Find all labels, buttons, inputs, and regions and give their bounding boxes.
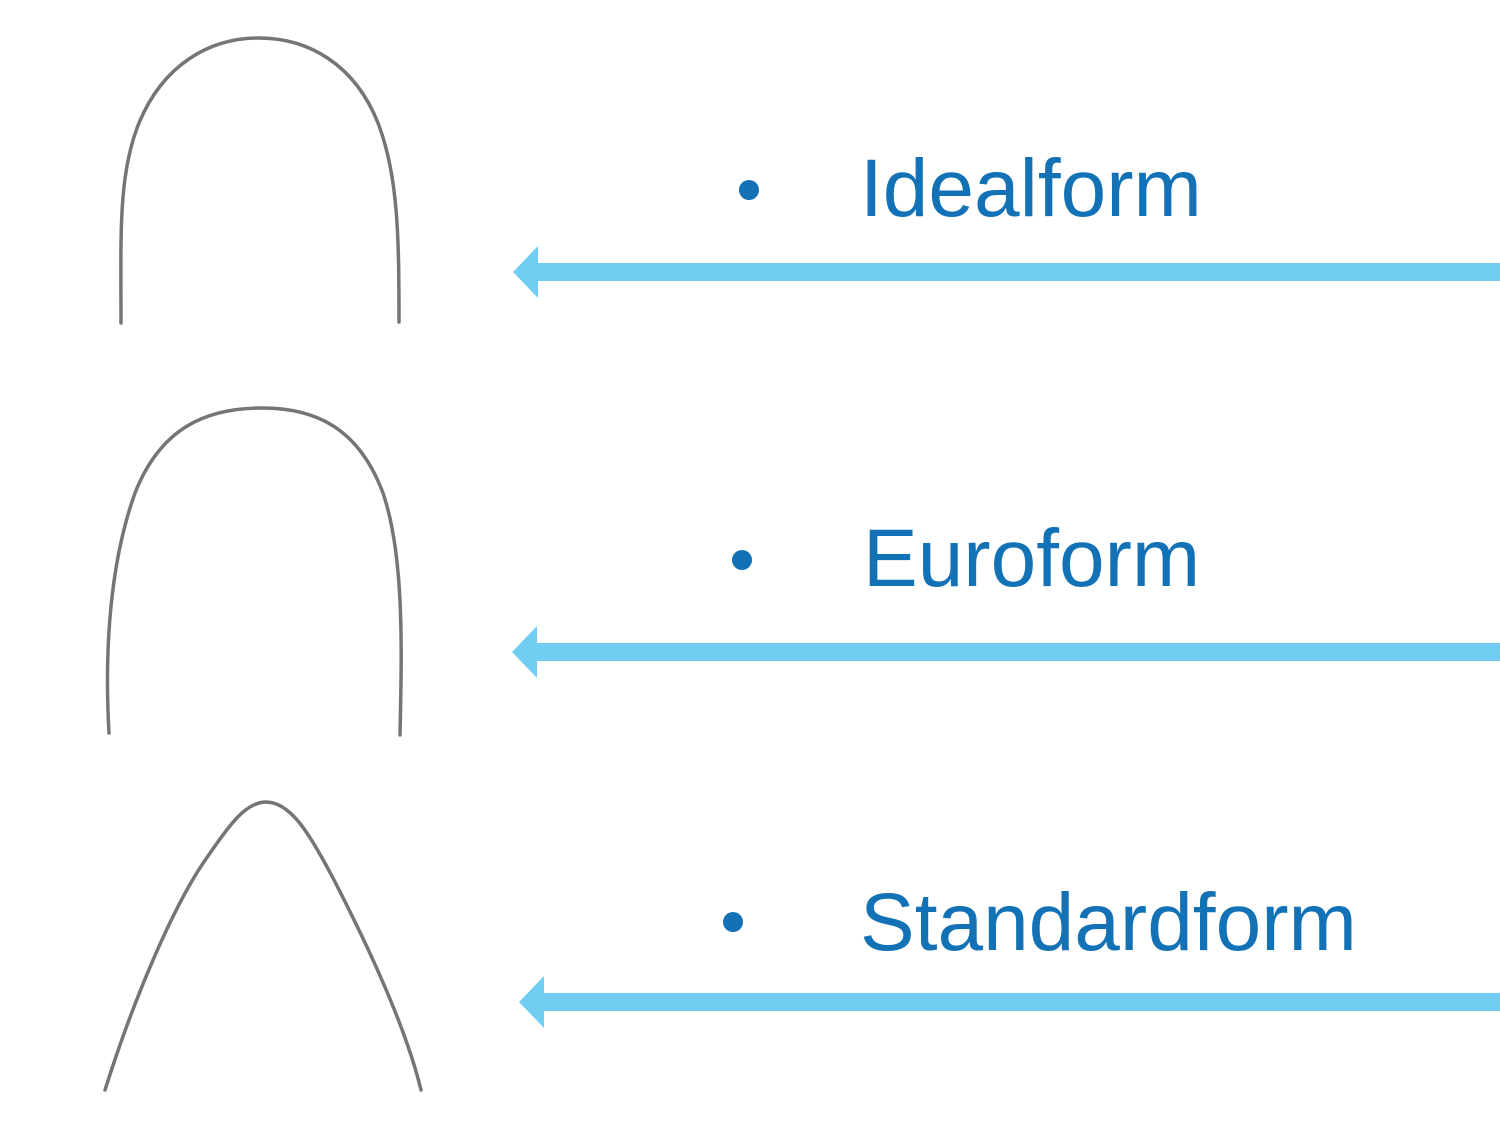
- left-arrow-icon: [519, 976, 1500, 1028]
- label-idealform: Idealform: [860, 143, 1202, 234]
- label-standardform: Standardform: [860, 877, 1357, 968]
- archwire-standardform-image: [103, 800, 423, 1092]
- left-arrow-icon: [513, 246, 1500, 298]
- label-euroform: Euroform: [863, 513, 1201, 604]
- archwire-idealform-image: [119, 36, 401, 325]
- archwire-euroform-image: [105, 406, 403, 737]
- bullet-icon: [739, 180, 759, 200]
- left-arrow-icon: [512, 626, 1500, 678]
- bullet-icon: [732, 550, 752, 570]
- bullet-icon: [723, 912, 743, 932]
